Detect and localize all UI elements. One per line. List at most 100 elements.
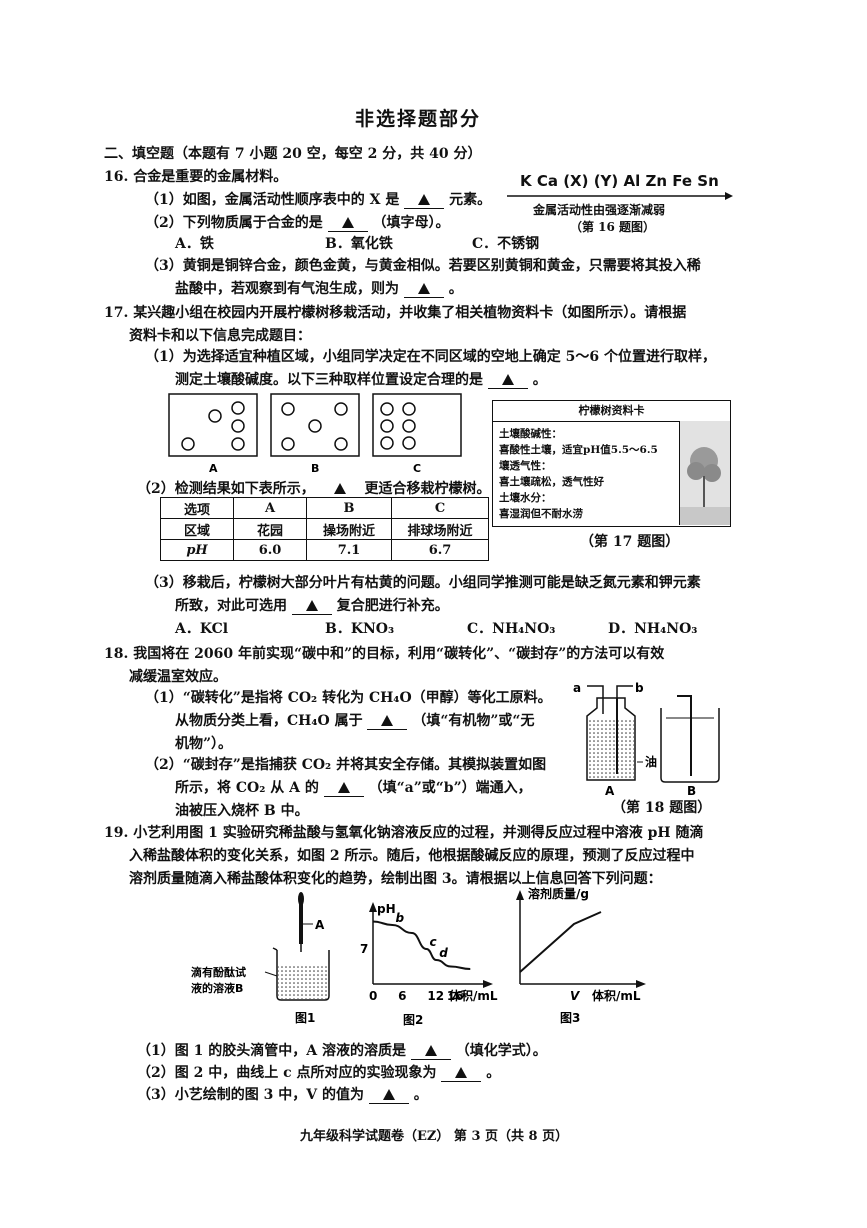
- sample-plot-a: [168, 393, 258, 457]
- q17-p3-text: 所致，对此可选用: [175, 598, 287, 614]
- ph-curve: [372, 920, 471, 970]
- answer-blank[interactable]: [323, 780, 364, 797]
- figure-1-apparatus: A 滴有酚酞试 液的溶液B 图1: [191, 892, 330, 1025]
- x-tick-label: 6: [398, 989, 406, 1003]
- q16-p3-text: 盐酸中，若观察到有气泡生成，则为: [175, 281, 399, 297]
- answer-blank[interactable]: [403, 281, 444, 298]
- q17-part1-line1: （1）为选择适宜种植区域，小组同学决定在不同区域的空地上确定 5～6 个位置进行…: [145, 349, 716, 365]
- table-cell: 排球场附近: [391, 518, 489, 540]
- y-axis-arrow: [516, 890, 524, 900]
- answer-blank[interactable]: [410, 1043, 451, 1060]
- triangle-icon: [382, 1089, 395, 1100]
- fig3-ylabel: 溶剂质量/g: [528, 886, 589, 901]
- metal-activity-series: K Ca (X) (Y) Al Zn Fe Sn: [520, 172, 719, 190]
- fig2-caption: 图2: [403, 1013, 423, 1027]
- dropper-label: A: [315, 918, 325, 932]
- q17-part1-line2: 测定土壤酸碱度。以下三种取样位置设定合理的是 。: [175, 369, 547, 389]
- q19-stem-line2: 入稀盐酸体积的变化关系，如图 2 所示。随后，他根据酸碱反应的原理，预测了反应过…: [129, 848, 695, 864]
- table-row: pH 6.0 7.1 6.7: [160, 539, 489, 561]
- table-cell: B: [306, 497, 392, 519]
- card-line: 土壤酸碱性：: [499, 428, 562, 440]
- figure-3-solvent-chart: 溶剂质量/g V 体积/mL 图3: [516, 886, 646, 1025]
- triangle-icon: [424, 1045, 437, 1056]
- beaker-label-line1: 滴有酚酞试: [191, 965, 246, 979]
- table-cell: 6.0: [233, 539, 307, 561]
- q19-part2: （2）图 2 中，曲线上 c 点所对应的实验现象为 。: [137, 1062, 500, 1082]
- label-a: a: [573, 681, 581, 695]
- activity-arrow: [507, 192, 733, 200]
- label-b: b: [635, 681, 644, 695]
- triangle-icon: [418, 194, 431, 205]
- beaker-b: [660, 695, 720, 783]
- q17-option-c: C．NH₄NO₃: [467, 621, 556, 637]
- answer-blank[interactable]: [327, 215, 368, 232]
- q17-stem-line2: 资料卡和以下信息完成题目：: [129, 328, 311, 344]
- q17-p3-suffix: 复合肥进行补充。: [336, 598, 449, 614]
- q18-p2-suffix: （填“a”或“b”）端通入，: [368, 780, 532, 796]
- x-tick-label: 12: [427, 989, 444, 1003]
- triangle-icon: [417, 283, 430, 294]
- lemon-tree-photo: [679, 421, 730, 525]
- lemon-tree-info-card: 柠檬树资料卡 土壤酸碱性： 喜酸性土壤，适宜pH值5.5～6.5 壤透气性： 喜…: [492, 400, 731, 527]
- curve-point-d: d: [439, 946, 448, 960]
- answer-blank[interactable]: [441, 1065, 482, 1082]
- fig3-caption: 图3: [560, 1011, 580, 1025]
- q18-p2-text: 所示，将 CO₂ 从 A 的: [175, 780, 319, 796]
- answer-blank[interactable]: [404, 192, 445, 209]
- triangle-icon: [341, 217, 354, 228]
- q19-p2-suffix: 。: [486, 1065, 501, 1081]
- table-row: 选项 A B C: [160, 497, 489, 519]
- fig3-xmark: V: [570, 989, 581, 1003]
- gas-bottle-a: [586, 685, 643, 781]
- sample-label-c: C: [413, 462, 421, 474]
- q19-stem-line3: 溶剂质量随滴入稀盐酸体积变化的趋势，绘制出图 3。请根据以上信息回答下列问题：: [129, 871, 662, 887]
- page-footer: 九年级科学试题卷（EZ） 第 3 页（共 8 页）: [300, 1129, 569, 1144]
- beaker-icon: [264, 947, 330, 1001]
- sample-label-b: B: [311, 462, 319, 474]
- table-cell: C: [391, 497, 489, 519]
- q19-part3: （3）小艺绘制的图 3 中，V 的值为 。: [137, 1084, 428, 1104]
- tree-icon: [680, 447, 730, 525]
- q17-p1-suffix: 。: [532, 372, 547, 388]
- q17-p1-text: 测定土壤酸碱度。以下三种取样位置设定合理的是: [175, 372, 483, 388]
- q17-figure-caption: （第 17 题图）: [580, 534, 680, 550]
- q18-figure-caption: （第 18 题图）: [612, 800, 712, 816]
- q17-option-b: B．KNO₃: [325, 621, 395, 637]
- card-title: 柠檬树资料卡: [493, 401, 730, 422]
- beaker-label-line2: 液的溶液B: [191, 981, 243, 995]
- q16-option-c: C．不锈钢: [472, 236, 540, 252]
- answer-blank[interactable]: [487, 372, 528, 389]
- q19-p3-suffix: 。: [413, 1087, 428, 1103]
- table-cell: 操场附近: [306, 518, 392, 540]
- table-cell: 7.1: [306, 539, 392, 561]
- q18-stem-line1: 18. 我国将在 2060 年前实现“碳中和”的目标，利用“碳转化”、“碳封存”…: [104, 646, 665, 662]
- sample-plot-b: [270, 393, 360, 457]
- answer-blank[interactable]: [291, 598, 332, 615]
- q16-stem: 16. 合金是重要的金属材料。: [104, 169, 288, 185]
- answer-blank[interactable]: [368, 1087, 409, 1104]
- q17-option-d: D．NH₄NO₃: [608, 621, 698, 637]
- q17-p2-text: （2）检测结果如下表所示，: [137, 481, 315, 497]
- q16-option-a: A．铁: [175, 236, 214, 252]
- sampling-diagrams: A B C: [168, 393, 462, 474]
- q16-p2-suffix: （填字母）。: [372, 215, 450, 231]
- triangle-icon: [305, 600, 318, 611]
- q16-part3-line1: （3）黄铜是铜锌合金，颜色金黄，与黄金相似。若要区别黄铜和黄金，只需要将其投入稀: [145, 258, 701, 274]
- q16-p1-suffix: 元素。: [449, 192, 492, 208]
- card-line: 喜酸性土壤，适宜pH值5.5～6.5: [499, 444, 658, 456]
- triangle-icon: [501, 374, 514, 385]
- triangle-icon: [381, 715, 394, 726]
- card-line: 喜湿润但不耐水涝: [499, 508, 583, 520]
- curve-point-labels: bcd: [395, 911, 448, 960]
- q18-part2-line3: 油被压入烧杯 B 中。: [175, 803, 309, 819]
- section-title: 非选择题部分: [355, 108, 482, 130]
- q19-p1-text: （1）图 1 的胶头滴管中，A 溶液的溶质是: [137, 1043, 406, 1059]
- activity-caption: 金属活动性由强逐渐减弱: [533, 203, 666, 217]
- answer-blank[interactable]: [367, 713, 408, 730]
- fig2-ylabel: pH: [377, 902, 396, 916]
- label-B: B: [687, 784, 696, 798]
- q16-part2: （2）下列物质属于合金的是 （填字母）。: [145, 212, 450, 232]
- answer-blank[interactable]: [319, 481, 360, 498]
